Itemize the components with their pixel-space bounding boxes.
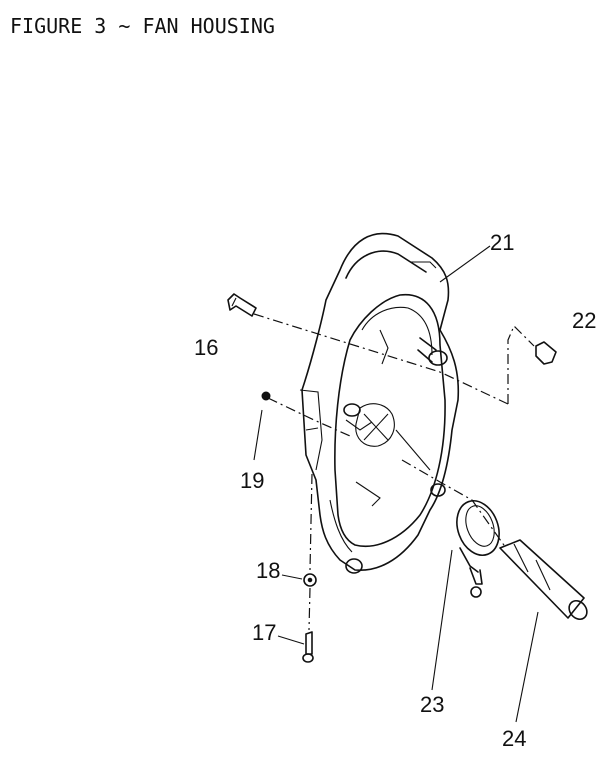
leader-19 (253, 409, 263, 461)
callout-18: 18 (256, 558, 280, 583)
washer-18 (303, 573, 317, 587)
assembly-line-16 (253, 313, 509, 405)
leader-21 (439, 245, 491, 283)
callout-19: 19 (240, 468, 264, 493)
assembly-line-22 (507, 324, 535, 404)
leader-24 (515, 611, 539, 723)
leader-18 (281, 574, 303, 580)
callout-23: 23 (420, 692, 444, 717)
page-title: FIGURE 3 ~ FAN HOUSING (10, 14, 275, 38)
shaft-24 (499, 539, 588, 621)
ring-bracket-23 (456, 500, 500, 598)
callout-17: 17 (252, 620, 276, 645)
screw-17 (302, 631, 314, 663)
leader-17 (277, 635, 305, 645)
callout-24: 24 (502, 726, 526, 751)
screw-16 (227, 293, 257, 317)
assembly-line-24 (401, 459, 507, 549)
callout-21: 21 (490, 230, 514, 255)
plug-22 (535, 341, 557, 365)
leader-23 (431, 549, 453, 691)
callout-22: 22 (572, 308, 596, 333)
assembly-line-17 (308, 587, 311, 631)
callout-16: 16 (194, 335, 218, 360)
assembly-line-18 (309, 473, 313, 571)
fan-housing (299, 232, 460, 574)
